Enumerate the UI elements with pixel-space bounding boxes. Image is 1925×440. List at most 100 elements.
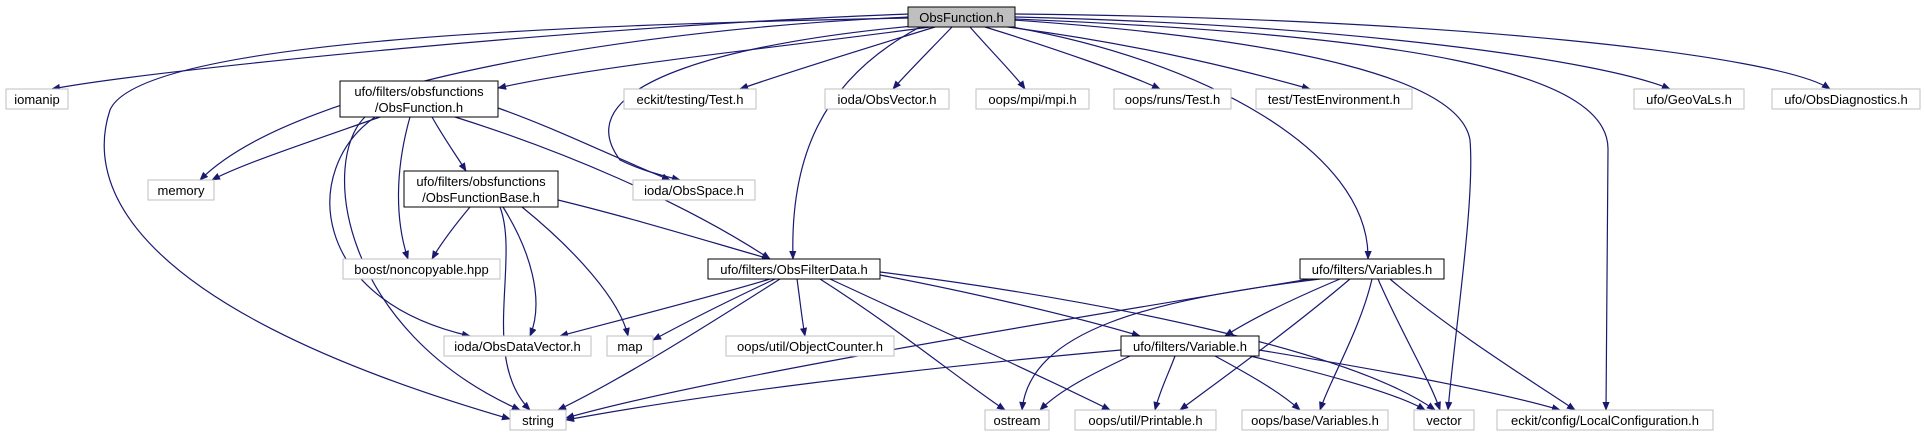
svg-text:ostream: ostream <box>994 413 1041 428</box>
edge-variables-ostream <box>1019 278 1321 411</box>
edge-variable-string <box>565 349 1122 423</box>
edge-variable-localconfig <box>1258 349 1561 412</box>
node-oops-runs-test-h[interactable]: oops/runs/Test.h <box>1113 88 1232 110</box>
edge-obsfunctionbase-obsfilterdata <box>557 199 771 261</box>
edge-root-testenv <box>999 25 1311 91</box>
svg-text:oops/util/Printable.h: oops/util/Printable.h <box>1088 413 1202 428</box>
edge-root-variables <box>1011 26 1372 260</box>
node-map[interactable]: map <box>606 335 654 357</box>
edge-obsfunctionbase-map <box>521 206 630 337</box>
dependency-nodes: ObsFunction.h iomanip ufo/filters/obsfun… <box>5 6 1921 431</box>
dependency-edges <box>51 13 1831 423</box>
node-boost-noncopyable-hpp[interactable]: boost/noncopyable.hpp <box>342 258 501 280</box>
node-oops-base-variables-h[interactable]: oops/base/Variables.h <box>1241 409 1389 431</box>
edge-obsfilterdata-obsdatavector <box>559 278 771 338</box>
svg-text:ObsFunction.h: ObsFunction.h <box>919 10 1004 25</box>
edge-variable-vector <box>1249 355 1426 411</box>
edge-variable-ostream <box>1039 355 1131 411</box>
svg-text:test/TestEnvironment.h: test/TestEnvironment.h <box>1268 92 1400 107</box>
svg-text:ufo/filters/obsfunctions: ufo/filters/obsfunctions <box>354 84 484 99</box>
node-ufo-filters-variable-h[interactable]: ufo/filters/Variable.h <box>1120 335 1260 357</box>
node-vector[interactable]: vector <box>1413 409 1475 431</box>
edge-root-vector <box>1012 19 1472 411</box>
node-ufo-filters-variables-h[interactable]: ufo/filters/Variables.h <box>1299 258 1445 280</box>
svg-text:ufo/filters/obsfunctions: ufo/filters/obsfunctions <box>416 174 546 189</box>
edge-obsfilterdata-objcounter <box>796 278 808 337</box>
svg-text:/ObsFunction.h: /ObsFunction.h <box>375 100 463 115</box>
edge-root-localconfig <box>1014 18 1610 411</box>
svg-text:string: string <box>522 413 554 428</box>
edge-obsfunction-obsfilterdata <box>454 116 771 260</box>
svg-text:ioda/ObsVector.h: ioda/ObsVector.h <box>837 92 936 107</box>
node-ioda-obsdatavector-h[interactable]: ioda/ObsDataVector.h <box>443 335 592 357</box>
svg-text:ufo/filters/ObsFilterData.h: ufo/filters/ObsFilterData.h <box>720 262 867 277</box>
edge-root-obsfilterdata <box>789 26 921 260</box>
edge-root-obsfunction <box>497 26 931 90</box>
svg-text:iomanip: iomanip <box>14 92 60 107</box>
edge-obsfilterdata-string <box>557 278 781 411</box>
svg-text:vector: vector <box>1426 413 1462 428</box>
node-root-obsfunction-h[interactable]: ObsFunction.h <box>907 6 1016 28</box>
edge-root-eckit-test <box>739 26 936 90</box>
svg-text:ufo/ObsDiagnostics.h: ufo/ObsDiagnostics.h <box>1784 92 1908 107</box>
node-memory[interactable]: memory <box>147 179 215 201</box>
edge-root-obsvector <box>892 26 953 90</box>
edge-obsfilterdata-map <box>652 278 776 341</box>
edge-obsfilterdata-ostream <box>819 278 1006 411</box>
node-eckit-testing-test-h[interactable]: eckit/testing/Test.h <box>623 88 757 110</box>
edge-root-geovals <box>1014 16 1671 90</box>
edge-obsfilterdata-vector <box>879 271 1436 411</box>
edge-variables-vector <box>1377 278 1441 411</box>
edge-root-runs-test <box>984 26 1161 90</box>
edge-root-memory <box>199 16 911 181</box>
edge-variable-printable <box>1153 355 1176 411</box>
edge-obsfunctionbase-string <box>499 206 531 411</box>
edge-obsfunction-memory <box>211 116 381 181</box>
node-string[interactable]: string <box>509 409 567 431</box>
svg-text:memory: memory <box>158 183 205 198</box>
svg-text:oops/mpi/mpi.h: oops/mpi/mpi.h <box>988 92 1076 107</box>
edge-root-iomanip <box>51 13 911 91</box>
svg-text:ufo/filters/Variable.h: ufo/filters/Variable.h <box>1133 339 1247 354</box>
edge-variables-variable <box>1224 278 1341 337</box>
edge-variables-base-variables <box>1319 278 1373 411</box>
node-ostream[interactable]: ostream <box>984 409 1050 431</box>
node-iomanip[interactable]: iomanip <box>5 88 69 110</box>
edge-obsfunction-obsfunctionbase <box>431 116 467 172</box>
edge-obsfunctionbase-obsdatavector <box>502 206 537 337</box>
edge-obsfunction-obsdatavector <box>329 116 471 338</box>
svg-text:ufo/filters/Variables.h: ufo/filters/Variables.h <box>1312 262 1432 277</box>
edge-obsfilterdata-variable <box>879 274 1141 338</box>
node-ioda-obsspace-h[interactable]: ioda/ObsSpace.h <box>632 179 756 201</box>
node-eckit-config-localconfiguration-h[interactable]: eckit/config/LocalConfiguration.h <box>1496 409 1714 431</box>
node-oops-util-objectcounter-h[interactable]: oops/util/ObjectCounter.h <box>725 335 895 357</box>
node-ufo-filters-obsfunctions-obsfunctionbase-h[interactable]: ufo/filters/obsfunctions /ObsFunctionBas… <box>403 170 559 208</box>
edge-root-obsdiag <box>1014 13 1831 90</box>
svg-text:oops/runs/Test.h: oops/runs/Test.h <box>1125 92 1220 107</box>
node-oops-util-printable-h[interactable]: oops/util/Printable.h <box>1074 409 1217 431</box>
svg-text:eckit/testing/Test.h: eckit/testing/Test.h <box>637 92 744 107</box>
node-ufo-geovals-h[interactable]: ufo/GeoVaLs.h <box>1633 88 1745 110</box>
node-ufo-filters-obsfunctions-obsfunction-h[interactable]: ufo/filters/obsfunctions /ObsFunction.h <box>339 80 499 118</box>
edge-root-mpi <box>969 26 1026 90</box>
node-test-testenvironment-h[interactable]: test/TestEnvironment.h <box>1255 88 1413 110</box>
svg-text:boost/noncopyable.hpp: boost/noncopyable.hpp <box>354 262 488 277</box>
svg-text:ioda/ObsDataVector.h: ioda/ObsDataVector.h <box>454 339 580 354</box>
edge-variables-localconfig <box>1389 278 1576 411</box>
svg-text:ioda/ObsSpace.h: ioda/ObsSpace.h <box>644 183 744 198</box>
svg-text:oops/util/ObjectCounter.h: oops/util/ObjectCounter.h <box>737 339 883 354</box>
edge-obsfunction-obsspace <box>497 107 671 181</box>
node-oops-mpi-mpi-h[interactable]: oops/mpi/mpi.h <box>975 88 1090 110</box>
svg-text:/ObsFunctionBase.h: /ObsFunctionBase.h <box>422 190 540 205</box>
svg-text:oops/base/Variables.h: oops/base/Variables.h <box>1251 413 1379 428</box>
edge-obsfunctionbase-boost <box>431 206 471 260</box>
node-ufo-filters-obsfilterdata-h[interactable]: ufo/filters/ObsFilterData.h <box>707 258 881 280</box>
svg-text:eckit/config/LocalConfiguratio: eckit/config/LocalConfiguration.h <box>1511 413 1699 428</box>
edge-obsfunction-boost <box>397 116 411 260</box>
edge-root-obsspace <box>608 24 926 182</box>
edge-variable-base-variables <box>1214 355 1301 411</box>
node-ioda-obsvector-h[interactable]: ioda/ObsVector.h <box>824 88 950 110</box>
svg-text:map: map <box>617 339 642 354</box>
node-ufo-obsdiagnostics-h[interactable]: ufo/ObsDiagnostics.h <box>1771 88 1921 110</box>
